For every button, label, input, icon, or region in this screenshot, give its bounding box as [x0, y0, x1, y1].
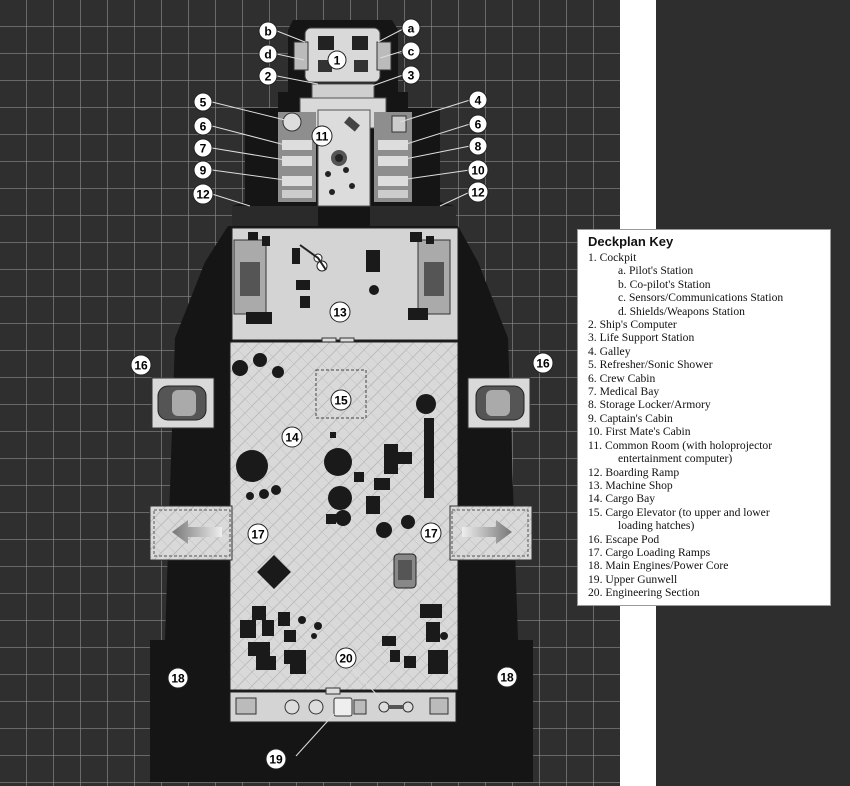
label-20: 20: [335, 647, 357, 669]
key-item: 3. Life Support Station: [588, 331, 695, 345]
label-2: 2: [258, 66, 278, 86]
key-item-continuation: entertainment computer): [618, 452, 733, 466]
label-14: 14: [281, 426, 303, 448]
key-item: 16. Escape Pod: [588, 532, 660, 546]
label-12-left: 12: [192, 183, 214, 205]
key-subitem: a. Pilot's Station: [618, 264, 694, 278]
label-c: c: [401, 41, 421, 61]
svg-text:6: 6: [200, 120, 207, 134]
key-subitem: b. Co-pilot's Station: [618, 277, 711, 291]
label-10: 10: [467, 159, 489, 181]
key-item: 5. Refresher/Sonic Shower: [588, 358, 713, 372]
svg-text:b: b: [264, 25, 271, 39]
svg-text:7: 7: [200, 142, 207, 156]
label-16-right: 16: [532, 352, 554, 374]
label-d: d: [258, 44, 278, 64]
label-8: 8: [468, 136, 488, 156]
svg-text:9: 9: [200, 164, 207, 178]
key-item: 15. Cargo Elevator (to upper and lower: [588, 505, 770, 519]
svg-text:13: 13: [333, 306, 347, 320]
deckplan-map: a b c d 1 2 3 4 5 6 6 7 8 9 10 11 12 12 …: [0, 0, 620, 786]
key-item: 6. Crew Cabin: [588, 371, 656, 385]
escape-pods: [151, 377, 531, 429]
label-18-right: 18: [496, 666, 518, 688]
svg-text:5: 5: [200, 96, 207, 110]
key-item: 2. Ship's Computer: [588, 318, 677, 332]
svg-text:20: 20: [339, 652, 353, 666]
label-7: 7: [193, 138, 213, 158]
key-item: 14. Cargo Bay: [588, 492, 656, 506]
key-item-continuation: loading hatches): [618, 519, 695, 533]
label-15: 15: [330, 389, 352, 411]
key-item: 18. Main Engines/Power Core: [588, 559, 729, 573]
svg-text:8: 8: [475, 140, 482, 154]
svg-text:a: a: [408, 22, 415, 36]
leader-lines: [211, 28, 471, 757]
label-6-right: 6: [468, 114, 488, 134]
key-item: 4. Galley: [588, 344, 631, 358]
label-5: 5: [193, 92, 213, 112]
label-13: 13: [329, 301, 351, 323]
key-item: 12. Boarding Ramp: [588, 465, 680, 479]
label-19: 19: [265, 748, 287, 770]
svg-text:19: 19: [269, 753, 283, 767]
svg-text:11: 11: [316, 130, 329, 144]
key-item: 17. Cargo Loading Ramps: [588, 545, 711, 559]
label-b: b: [258, 21, 278, 41]
cargo-ramps: [149, 505, 533, 561]
svg-text:18: 18: [171, 672, 185, 686]
crew-deck: [232, 83, 456, 226]
key-item: 1. Cockpit: [588, 251, 637, 264]
section-labels: a b c d 1 2 3 4 5 6 6 7 8 9 10 11 12 12 …: [130, 18, 554, 770]
key-item: 8. Storage Locker/Armory: [588, 398, 711, 412]
svg-text:c: c: [408, 45, 415, 59]
key-item: 19. Upper Gunwell: [588, 572, 678, 586]
key-item: 9. Captain's Cabin: [588, 411, 673, 425]
deckplan-key: Deckplan Key 1. Cockpit a. Pilot's Stati…: [577, 229, 831, 606]
key-item: 7. Medical Bay: [588, 385, 660, 399]
svg-text:3: 3: [408, 69, 415, 83]
label-11: 11: [311, 125, 333, 147]
svg-text:10: 10: [471, 164, 485, 178]
machine-shop: [231, 227, 459, 345]
svg-text:16: 16: [536, 357, 550, 371]
label-3: 3: [401, 65, 421, 85]
label-9: 9: [193, 160, 213, 180]
key-item: 13. Machine Shop: [588, 478, 673, 492]
key-item: 20. Engineering Section: [588, 586, 700, 600]
label-a: a: [401, 18, 421, 38]
svg-text:12: 12: [196, 188, 210, 202]
key-list: 1. Cockpit a. Pilot's Station b. Co-pilo…: [588, 251, 824, 600]
label-17-left: 17: [247, 523, 269, 545]
label-4: 4: [468, 90, 488, 110]
label-18-left: 18: [167, 667, 189, 689]
label-17-right: 17: [420, 522, 442, 544]
svg-text:4: 4: [475, 94, 482, 108]
svg-text:d: d: [264, 48, 271, 62]
key-title: Deckplan Key: [588, 234, 674, 249]
svg-text:18: 18: [500, 671, 514, 685]
svg-text:2: 2: [265, 70, 272, 84]
key-item: 10. First Mate's Cabin: [588, 425, 691, 439]
label-6-left: 6: [193, 116, 213, 136]
svg-text:6: 6: [475, 118, 482, 132]
engineering-section: [229, 687, 457, 723]
label-1: 1: [327, 50, 347, 70]
svg-text:12: 12: [471, 186, 485, 200]
svg-text:16: 16: [134, 359, 148, 373]
key-subitem: d. Shields/Weapons Station: [618, 304, 745, 318]
label-12-right: 12: [467, 181, 489, 203]
key-subitem: c. Sensors/Communications Station: [618, 291, 784, 305]
label-16-left: 16: [130, 354, 152, 376]
svg-text:1: 1: [334, 54, 341, 68]
key-item: 11. Common Room (with holoprojector: [588, 438, 773, 452]
svg-text:14: 14: [285, 431, 299, 445]
svg-text:15: 15: [334, 394, 348, 408]
svg-text:17: 17: [424, 527, 438, 541]
svg-text:17: 17: [251, 528, 265, 542]
